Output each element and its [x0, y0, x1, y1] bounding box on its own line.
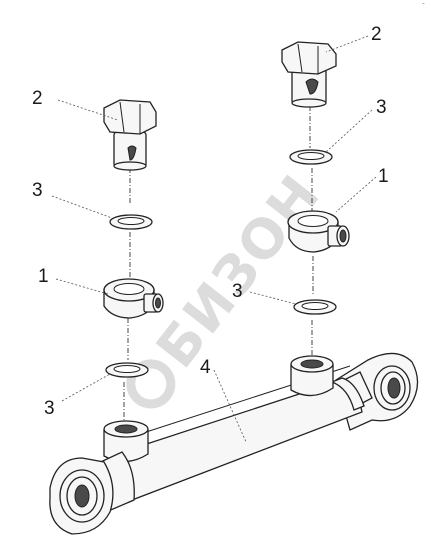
banjo-fitting-right	[287, 210, 350, 253]
corner-mark: ¯	[422, 3, 425, 10]
callout-cylinder: 4	[200, 357, 211, 378]
leader-fitting-right	[335, 176, 377, 213]
leader-washer-lower-left	[61, 373, 111, 402]
washer-upper-left	[109, 214, 153, 230]
washer-middle-right	[293, 299, 337, 315]
leader-fitting-left	[55, 278, 109, 295]
callout-washer-lower-left: 3	[44, 398, 55, 419]
washer-upper-right	[289, 149, 333, 165]
callout-fitting-right: 1	[378, 166, 389, 187]
leader-washer-upper-right	[325, 109, 373, 153]
callout-fitting-left: 1	[38, 266, 49, 287]
callout-bolt-left: 2	[32, 88, 43, 109]
leader-bolt-left	[57, 99, 119, 121]
watermark-text: БИЗОН	[144, 163, 333, 380]
washer-lower-left	[105, 362, 149, 378]
hydraulic-cylinder	[49, 352, 419, 535]
banjo-bolt-right	[281, 41, 337, 108]
leader-bolt-right	[325, 35, 369, 53]
leader-cylinder	[213, 369, 247, 443]
callout-washer-upper-right: 3	[376, 97, 387, 118]
callout-bolt-right: 2	[371, 24, 382, 45]
callout-washer-middle-right: 3	[232, 281, 243, 302]
leader-washer-upper-left	[51, 195, 113, 219]
banjo-bolt-left	[103, 99, 157, 171]
callout-washer-upper-left: 3	[32, 180, 43, 201]
banjo-fitting-left	[103, 278, 164, 319]
